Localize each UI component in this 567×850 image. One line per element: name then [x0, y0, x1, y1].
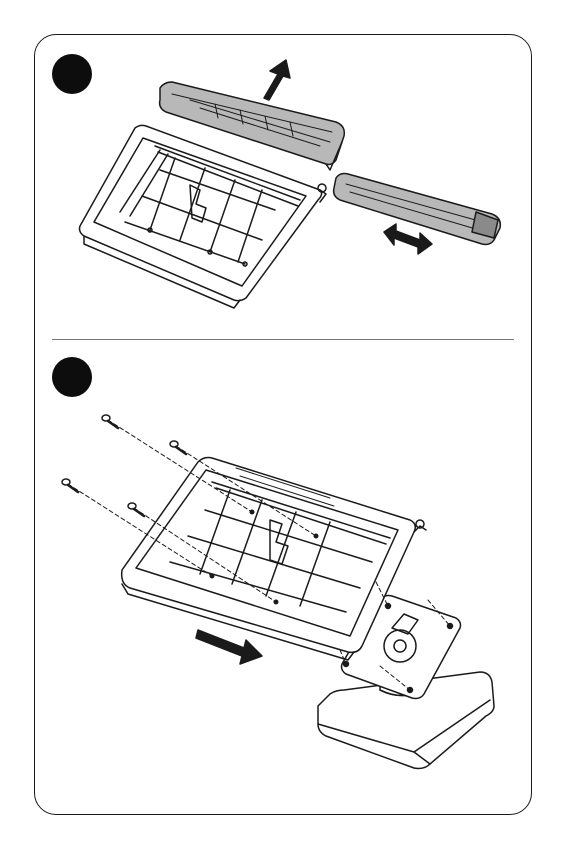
move-right-arrow: [196, 630, 262, 664]
screw: [62, 479, 78, 492]
screw: [128, 503, 144, 516]
screw: [102, 415, 118, 428]
screws: [62, 415, 186, 516]
screw: [170, 441, 186, 454]
